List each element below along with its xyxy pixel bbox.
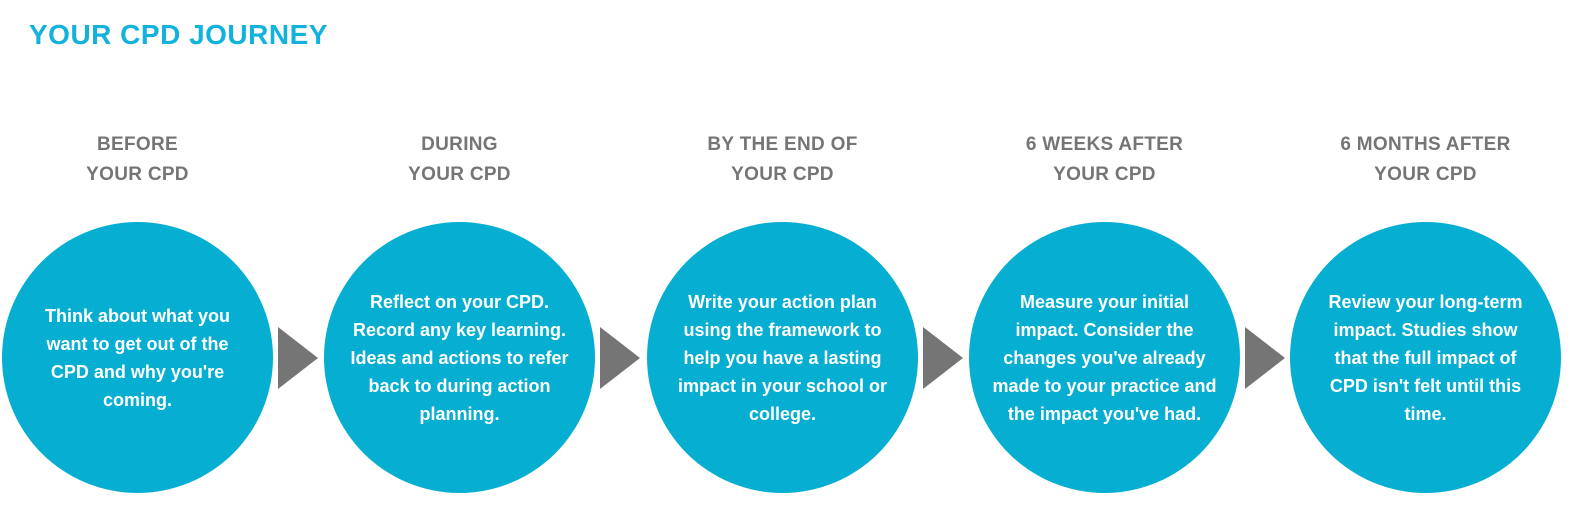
step-3-body-text: Write your action plan using the framewo… [677, 291, 888, 424]
arrow-right-icon-3 [923, 327, 963, 389]
step-1-circle: Think about what you want to get out of … [2, 222, 273, 493]
step-4-header: 6 WEEKS AFTER YOUR CPD [1025, 134, 1184, 185]
step-3-by-the-end-of-your-cpd: BY THE END OF YOUR CPD Write your action… [647, 0, 918, 512]
step-5-header: 6 MONTHS AFTER YOUR CPD [1340, 134, 1511, 185]
arrow-right-icon-1 [278, 327, 318, 389]
step-1-body-text: Think about what you want to get out of … [45, 305, 230, 410]
step-1-header: BEFORE YOUR CPD [86, 134, 189, 185]
step-4-circle: Measure your initial impact. Consider th… [969, 222, 1240, 493]
step-2-body-text: Reflect on your CPD. Record any key lear… [350, 291, 569, 424]
page-title: YOUR CPD JOURNEY [29, 19, 328, 50]
arrow-right-icon-2 [600, 327, 640, 389]
step-3-circle: Write your action plan using the framewo… [647, 222, 918, 493]
step-1-before-your-cpd: BEFORE YOUR CPD Think about what you wan… [2, 0, 273, 512]
step-4-body-text: Measure your initial impact. Consider th… [992, 291, 1217, 424]
step-5-body-text: Review your long-term impact. Studies sh… [1328, 291, 1523, 424]
step-3-header: BY THE END OF YOUR CPD [707, 134, 858, 185]
arrow-right-icon-4 [1245, 327, 1285, 389]
step-5-6-months-after-your-cpd: 6 MONTHS AFTER YOUR CPD Review your long… [1290, 0, 1561, 512]
step-4-6-weeks-after-your-cpd: 6 WEEKS AFTER YOUR CPD Measure your init… [969, 0, 1240, 512]
step-2-during-your-cpd: DURING YOUR CPD Reflect on your CPD. Rec… [324, 0, 595, 512]
step-2-header: DURING YOUR CPD [408, 134, 511, 185]
step-5-circle: Review your long-term impact. Studies sh… [1290, 222, 1561, 493]
step-2-circle: Reflect on your CPD. Record any key lear… [324, 222, 595, 493]
